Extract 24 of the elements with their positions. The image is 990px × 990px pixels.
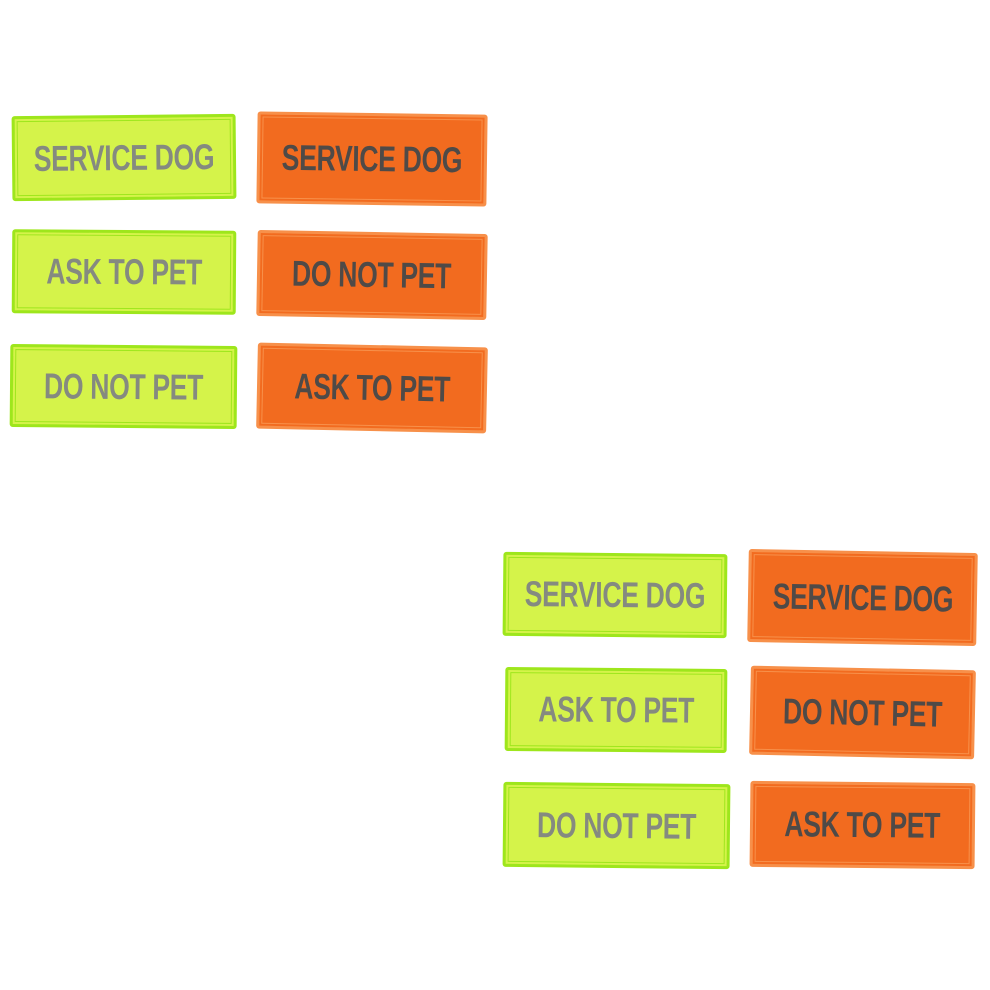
patch-text: SERVICE DOG bbox=[772, 574, 954, 620]
patch-text: ASK TO PET bbox=[784, 803, 941, 847]
patch-text: DO NOT PET bbox=[44, 364, 204, 408]
patch bbox=[256, 230, 488, 320]
patch-text: ASK TO PET bbox=[46, 250, 202, 294]
patch bbox=[12, 114, 236, 202]
patch bbox=[502, 552, 728, 638]
patch bbox=[749, 666, 976, 760]
patch-text: DO NOT PET bbox=[536, 804, 696, 848]
patch-text: DO NOT PET bbox=[292, 252, 452, 298]
patch bbox=[10, 344, 238, 429]
patch bbox=[12, 229, 236, 315]
patch bbox=[504, 667, 728, 753]
patch-text: SERVICE DOG bbox=[524, 573, 706, 617]
patch-text: SERVICE DOG bbox=[281, 136, 463, 182]
patch bbox=[256, 111, 488, 207]
patch-text: SERVICE DOG bbox=[34, 136, 214, 180]
patch bbox=[502, 782, 730, 870]
patch bbox=[256, 342, 488, 434]
patch-text: ASK TO PET bbox=[294, 365, 450, 411]
patch bbox=[747, 549, 978, 646]
patch-text: ASK TO PET bbox=[538, 688, 694, 732]
patch bbox=[750, 780, 976, 870]
patch-text: DO NOT PET bbox=[782, 690, 942, 736]
